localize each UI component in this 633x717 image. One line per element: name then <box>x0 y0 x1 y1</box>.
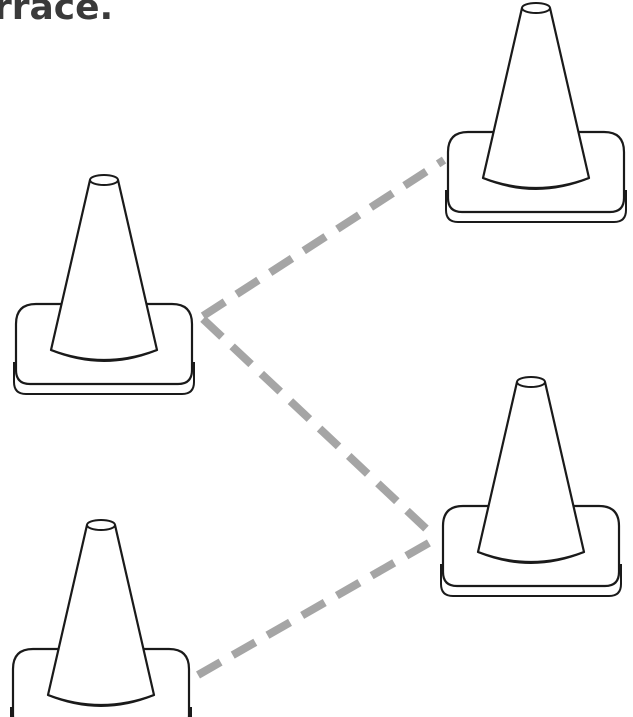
cone-bottom-left <box>9 518 193 717</box>
connection-lines <box>196 156 447 679</box>
dashed-line-bottom-left-to-middle-right <box>196 536 436 679</box>
cone-middle-right <box>439 375 623 598</box>
cone-top-right <box>444 1 628 224</box>
dashed-line-middle-left-to-top-right <box>200 156 447 320</box>
heading-fragment: rrace. <box>0 0 114 28</box>
dashed-line-middle-left-to-middle-right <box>200 316 439 541</box>
cone-middle-left <box>12 173 196 396</box>
